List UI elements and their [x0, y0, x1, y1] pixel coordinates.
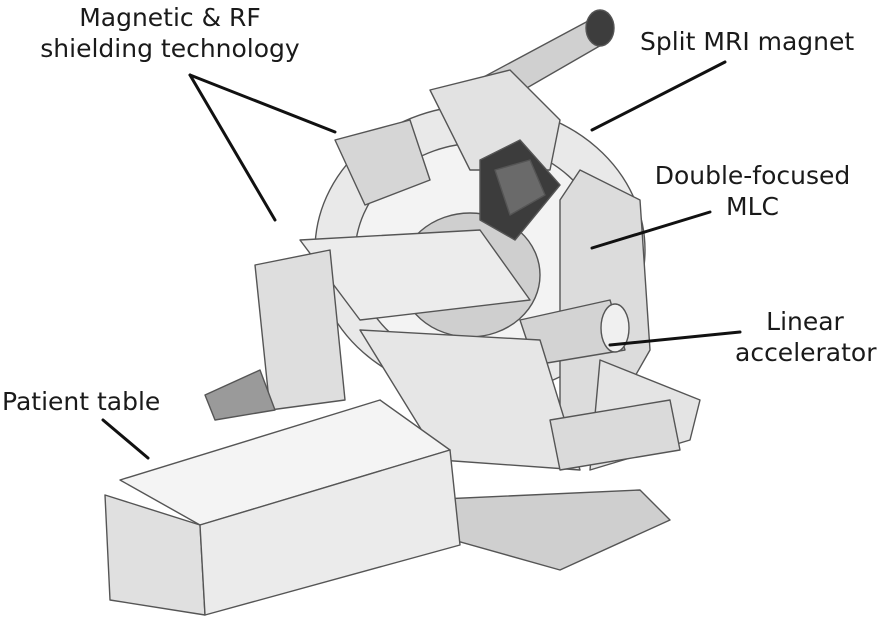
magnet-upper-frame: [429, 69, 561, 171]
leader-shielding-b: [188, 73, 277, 222]
shielding-block: [334, 119, 431, 206]
leader-shielding-a: [188, 73, 337, 134]
label-shielding: Magnetic & RF shielding technology: [30, 2, 310, 64]
leader-table: [101, 418, 150, 460]
label-linac: Linear accelerator: [735, 306, 877, 368]
label-mlc-line2: MLC: [726, 192, 779, 221]
label-linac-line2: accelerator: [735, 338, 877, 367]
label-linac-line1: Linear: [766, 307, 844, 336]
linac-end: [600, 303, 630, 353]
label-mlc: Double-focused MLC: [645, 160, 860, 222]
left-arm: [204, 369, 276, 421]
left-shield: [254, 249, 346, 411]
label-mlc-line1: Double-focused: [654, 161, 851, 190]
lower-trough: [359, 329, 581, 471]
lower-cylinder: [549, 399, 681, 471]
mlc-slats: [494, 159, 546, 216]
leader-linac: [608, 330, 742, 347]
patient-table-side: [199, 449, 461, 616]
leader-magnet: [590, 60, 727, 132]
support-bridge: [299, 229, 531, 321]
label-shielding-line2: shielding technology: [40, 34, 300, 63]
label-shielding-line1: Magnetic & RF: [79, 3, 261, 32]
label-split-mri-magnet: Split MRI magnet: [640, 27, 855, 56]
label-patient-table: Patient table: [2, 387, 161, 416]
top-cylinder-cap: [585, 9, 615, 47]
leader-mlc: [590, 210, 712, 250]
